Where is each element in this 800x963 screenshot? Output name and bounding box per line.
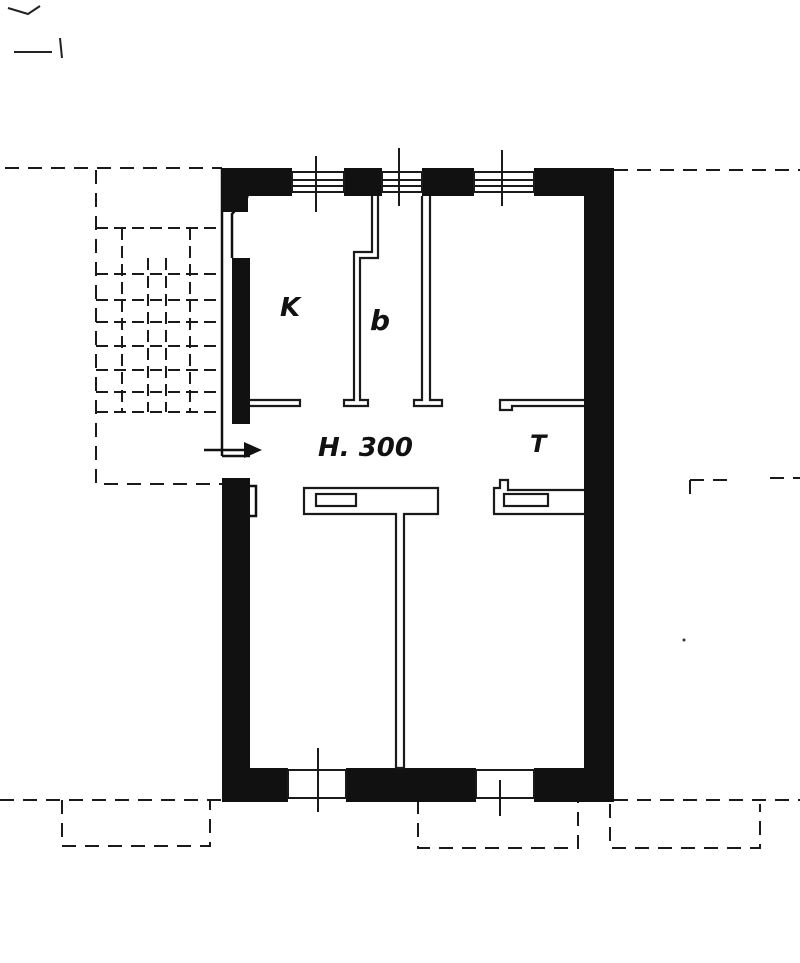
staircase-icon (96, 227, 222, 413)
scan-dot (682, 638, 686, 642)
scan-marks (7, 5, 63, 59)
outer-walls (222, 168, 614, 802)
partition-walls (250, 196, 584, 770)
entrance-arrow-icon (204, 442, 262, 458)
window-icon (287, 148, 535, 816)
inner-outlines (220, 168, 258, 518)
boundary-lines (0, 167, 800, 849)
room-label-terrace: T (530, 430, 548, 458)
room-label-kitchen: K (280, 293, 302, 323)
ceiling-height-label: H. 300 (318, 433, 413, 463)
room-label-bathroom: b (370, 304, 390, 337)
